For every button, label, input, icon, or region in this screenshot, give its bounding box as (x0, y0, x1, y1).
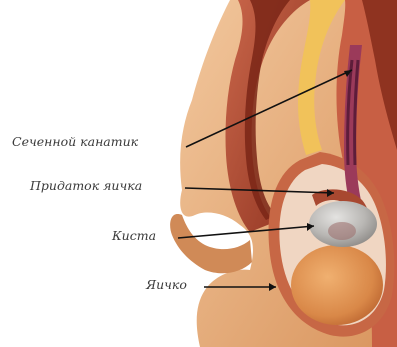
label-cyst: Киста (112, 230, 156, 243)
testis (291, 245, 383, 325)
cyst-spot (328, 222, 356, 240)
label-testis: Яичко (146, 279, 187, 292)
label-spermatic-cord: Сеченной канатик (12, 136, 138, 149)
label-epididymis: Придаток яичка (30, 180, 142, 193)
